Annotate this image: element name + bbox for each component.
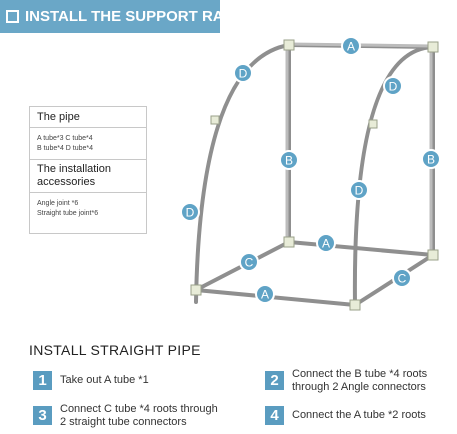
- svg-text:B: B: [285, 154, 293, 168]
- step-number-badge: 1: [33, 371, 52, 390]
- angle-joint: [427, 249, 439, 261]
- step-number-badge: 4: [265, 406, 284, 425]
- angle-joint: [349, 299, 361, 311]
- angle-joint: [427, 41, 439, 53]
- pipe-back-a: [287, 240, 435, 257]
- pipe-highlights: [285, 42, 434, 257]
- label-d-right-top: D: [383, 76, 403, 96]
- banner-title: INSTALL THE SUPPORT RACK: [25, 8, 246, 25]
- pipe-front-a: [194, 288, 357, 307]
- svg-text:D: D: [355, 184, 364, 198]
- angle-joint: [190, 284, 202, 296]
- pipe-list: A tube*3 C tube*4 B tube*4 D tube*4: [30, 128, 146, 160]
- accessories-list-line: Angle joint *6: [37, 200, 79, 207]
- pipe-front-right-d: [352, 45, 435, 307]
- svg-text:A: A: [261, 288, 269, 302]
- svg-text:D: D: [239, 67, 248, 81]
- step-text: Connect C tube *4 roots through 2 straig…: [60, 403, 218, 428]
- svg-text:C: C: [398, 272, 407, 286]
- label-d-left-top: D: [233, 63, 253, 83]
- accessories-heading: The installation accessories: [30, 160, 146, 193]
- svg-text:D: D: [389, 80, 398, 94]
- label-c-left: C: [239, 252, 259, 272]
- pipe-list-line: A tube*3 C tube*4: [37, 135, 93, 142]
- accessories-list: Angle joint *6 Straight tube joint*6: [30, 193, 146, 219]
- title-banner: INSTALL THE SUPPORT RACK: [0, 0, 245, 33]
- angle-joint: [283, 39, 295, 51]
- label-d-right-bottom: D: [349, 180, 369, 200]
- svg-text:C: C: [245, 256, 254, 270]
- svg-text:D: D: [186, 206, 195, 220]
- step-text: Take out A tube *1: [60, 374, 149, 386]
- section-title: INSTALL STRAIGHT PIPE: [29, 342, 201, 358]
- straight-tube-joint: [210, 115, 220, 125]
- step-2: 2 Connect the B tube *4 roots through 2 …: [265, 368, 428, 394]
- straight-tube-joint: [368, 119, 378, 129]
- pipe-heading: The pipe: [30, 107, 146, 128]
- label-a-bottom: A: [255, 284, 275, 304]
- label-a-middle: A: [316, 233, 336, 253]
- svg-text:A: A: [347, 40, 355, 54]
- step-number-badge: 2: [265, 371, 284, 390]
- pipe-list-line: B tube*4 D tube*4: [37, 145, 94, 152]
- parts-list-box: The pipe A tube*3 C tube*4 B tube*4 D tu…: [29, 106, 147, 234]
- step-text: Connect the A tube *2 roots: [292, 409, 426, 421]
- svg-text:B: B: [427, 153, 435, 167]
- square-icon: [6, 10, 19, 23]
- step-4: 4 Connect the A tube *2 roots: [265, 406, 426, 425]
- label-a-top: A: [341, 36, 361, 56]
- step-3: 3 Connect C tube *4 roots through 2 stra…: [33, 403, 218, 429]
- pipe-front-left-d: [194, 43, 291, 304]
- label-b-right: B: [421, 149, 441, 169]
- step-text: Connect the B tube *4 roots through 2 An…: [292, 368, 428, 393]
- step-1: 1 Take out A tube *1: [33, 371, 149, 390]
- label-b-left: B: [279, 150, 299, 170]
- step-number-badge: 3: [33, 406, 52, 425]
- accessories-list-line: Straight tube joint*6: [37, 210, 99, 217]
- label-d-left-bottom: D: [180, 202, 200, 222]
- connectors: [190, 39, 439, 311]
- angle-joint: [283, 236, 295, 248]
- svg-text:A: A: [322, 237, 330, 251]
- label-c-right: C: [392, 268, 412, 288]
